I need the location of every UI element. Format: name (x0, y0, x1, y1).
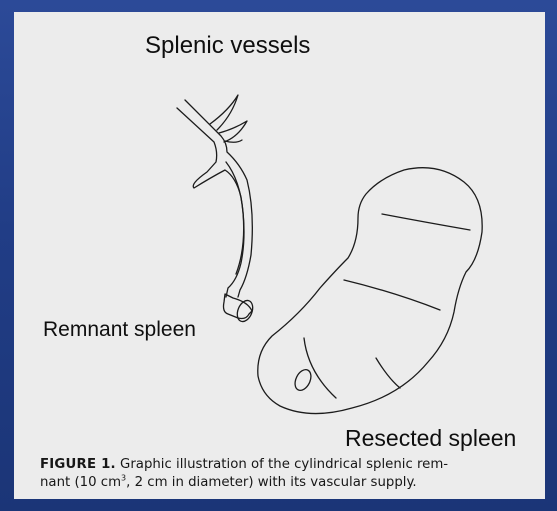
vessel-trunk-right-wall (185, 100, 252, 297)
vessel-inner-line (226, 162, 244, 274)
figure-panel: Splenic vessels Remnant spleen Resected … (14, 12, 545, 499)
remnant-spleen-drawing (224, 294, 256, 324)
resected-segment-line-4 (376, 358, 400, 388)
resected-segment-line-1 (382, 214, 470, 230)
label-remnant-spleen: Remnant spleen (43, 318, 196, 342)
figure-caption: FIGURE 1. Graphic illustration of the cy… (40, 456, 544, 492)
caption-line-1: Graphic illustration of the cylindrical … (116, 457, 448, 472)
caption-prefix: FIGURE 1. (40, 457, 116, 472)
label-splenic-vessels: Splenic vessels (145, 32, 310, 60)
resected-hilum-oval (292, 367, 314, 393)
caption-line-2-end: , 2 cm in diameter) with its vascular su… (126, 475, 417, 490)
splenic-vessels-drawing (177, 95, 252, 297)
vessel-branch-upper (210, 95, 238, 130)
label-resected-spleen: Resected spleen (345, 425, 516, 452)
resected-spleen-outline (258, 168, 482, 414)
caption-line-2-start: nant (10 cm (40, 475, 121, 490)
resected-segment-line-3 (304, 338, 336, 398)
remnant-cylinder-end (234, 298, 255, 324)
resected-spleen-drawing (258, 168, 482, 414)
resected-segment-line-2 (344, 280, 440, 310)
